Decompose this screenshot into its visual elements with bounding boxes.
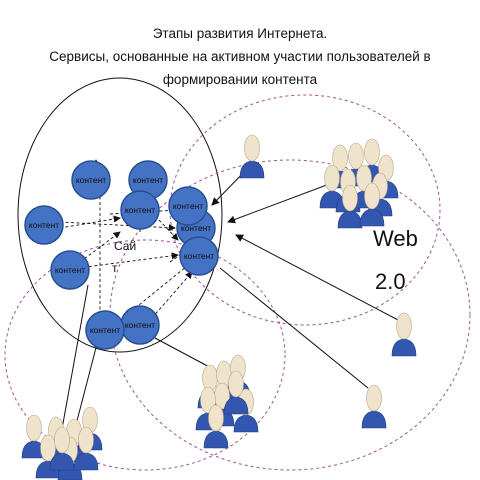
content-node: контент: [179, 236, 219, 276]
content-node-label: контент: [29, 220, 59, 230]
community-circle-bottom-right: [109, 159, 471, 471]
site-label-line1: Сай: [114, 239, 136, 253]
user-icon: [361, 384, 387, 429]
title-line-1: Этапы развития Интернета.: [152, 26, 328, 41]
user-links: [59, 167, 399, 441]
content-node-label: контент: [173, 201, 203, 211]
user-icon: [239, 134, 265, 179]
diagram-title: Этапы развития Интернета. Сервисы, основ…: [0, 22, 480, 91]
user-icon: [223, 370, 249, 415]
site-boundary: [17, 77, 223, 353]
user-icon: [391, 312, 417, 357]
content-node: контент: [168, 186, 208, 226]
content-node-label: контент: [90, 325, 120, 335]
user-icon: [35, 434, 61, 479]
content-node-label: контент: [184, 251, 214, 261]
web-label-line2: 2.0: [375, 269, 406, 294]
community-circle-top-right: [169, 94, 441, 326]
content-node: контент: [24, 205, 64, 245]
title-line-3: формировании контента: [162, 72, 318, 87]
content-node: контент: [71, 160, 111, 200]
title-line-2: Сервисы, основанные на активном участии …: [49, 49, 431, 64]
user-figures: [21, 134, 417, 480]
content-node-label: контент: [55, 265, 85, 275]
content-node: контент: [85, 310, 125, 350]
site-label-line2: т: [112, 261, 118, 275]
user-icon: [73, 426, 99, 471]
community-circle-bottom-left: [4, 239, 286, 471]
user-icon: [21, 414, 47, 459]
content-node: контент: [120, 305, 160, 345]
user-icon: [203, 404, 229, 449]
content-node-label: контент: [125, 320, 155, 330]
user-icon: [337, 184, 363, 229]
content-node-label: контент: [181, 223, 211, 233]
content-node: контент: [120, 190, 160, 230]
content-node-label: контент: [76, 175, 106, 185]
web-label-line1: Web: [373, 226, 418, 251]
user-icon: [359, 182, 385, 227]
content-node-label: контент: [125, 205, 155, 215]
content-node-label: контент: [133, 175, 163, 185]
content-node: контент: [50, 250, 90, 290]
content-nodes: контент контент контент контент контент …: [24, 160, 219, 350]
user-icon: [49, 426, 75, 471]
